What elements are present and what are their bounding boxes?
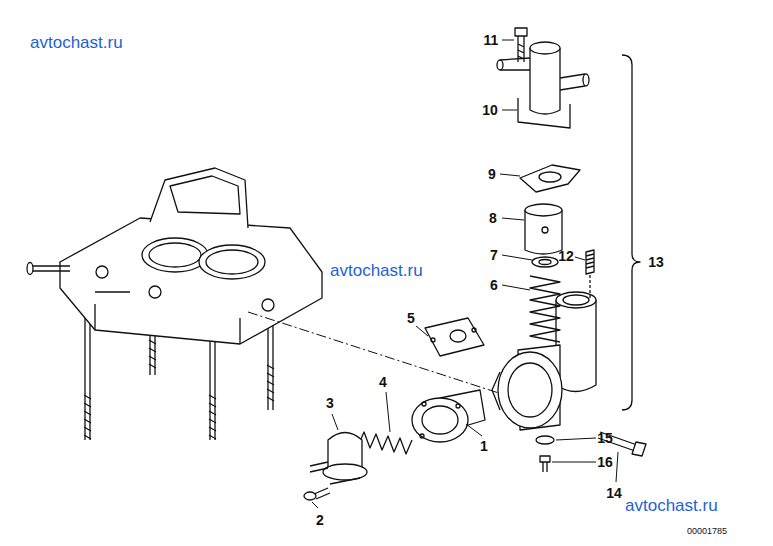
callout-number: 6	[490, 278, 498, 292]
watermark: avtochast.ru	[625, 497, 718, 514]
callout-number: 2	[316, 513, 324, 527]
screw	[304, 488, 330, 500]
housing-cover	[497, 42, 589, 128]
carburetor-body	[27, 168, 322, 440]
bolt	[598, 432, 646, 456]
choke-housing	[492, 275, 596, 430]
callout-number: 4	[379, 375, 387, 389]
callout-number: 11	[484, 33, 499, 47]
callout-number: 13	[648, 255, 664, 269]
callout-number: 8	[489, 211, 497, 225]
vacuum-capsule	[310, 433, 367, 485]
piston	[525, 204, 562, 254]
gasket	[520, 165, 580, 192]
washer	[536, 436, 554, 444]
spring	[530, 276, 560, 342]
callout-number: 7	[490, 248, 498, 262]
bracket	[622, 55, 640, 410]
screw	[586, 250, 594, 274]
drawing-code: 00001785	[687, 527, 727, 536]
watermark: avtochast.ru	[30, 34, 123, 51]
callout-number: 9	[488, 167, 496, 181]
callout-number: 10	[482, 103, 498, 117]
callout-number: 12	[558, 249, 574, 263]
callout-number: 16	[597, 455, 613, 469]
washer	[532, 257, 558, 267]
callout-number: 3	[326, 396, 334, 410]
leader-lines	[312, 40, 618, 508]
callout-number: 1	[480, 439, 488, 453]
screw	[540, 456, 550, 472]
callout-number: 14	[606, 486, 622, 500]
bolt	[515, 28, 527, 62]
callout-number: 15	[597, 431, 613, 445]
spring	[358, 432, 412, 454]
gasket	[425, 318, 484, 356]
watermark: avtochast.ru	[330, 262, 423, 279]
diaphragm-cover	[412, 390, 485, 442]
callout-number: 5	[407, 311, 415, 325]
